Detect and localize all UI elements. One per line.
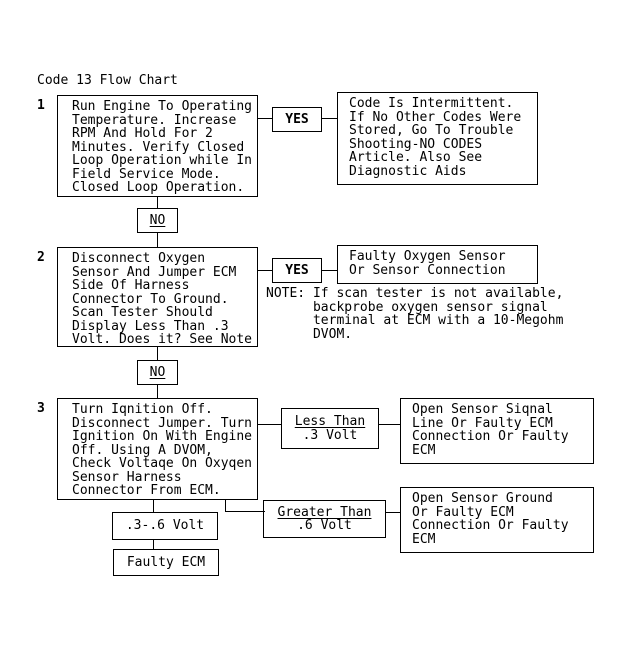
result-code-intermittent-box: Code Is Intermittent. If No Other Codes … [337,92,538,185]
step-1-text: Run Engine To Operating Temperature. Inc… [72,99,253,195]
connector-midrange-faultyecm [153,539,154,549]
step-3-text: Turn Iqnition Off. Disconnect Jumper. Tu… [72,402,253,498]
connector-box3-greaterthan-vertical [225,500,226,512]
yes-label: YES [285,111,309,127]
step-3-box: Turn Iqnition Off. Disconnect Jumper. Tu… [57,398,258,500]
step-number-3: 3 [37,401,45,416]
yes-label-box-2: YES [272,258,322,283]
connector-box3-midrange [153,500,154,512]
connector-box2-yes2 [257,270,272,271]
connector-yes1-result [321,118,337,119]
step-2-text: Disconnect Oxygen Sensor And Jumper ECM … [72,251,253,347]
step-1-box: Run Engine To Operating Temperature. Inc… [57,95,258,197]
branch-mid-range-label: .3-.6 Volt [125,518,205,534]
yes-label: YES [285,262,309,278]
no-label: NO [149,364,166,380]
no-label-box-2: NO [137,360,178,385]
branch-greater-than-value: .6 Volt [297,518,352,533]
connector-box1-no1 [157,197,158,208]
yes-label-box-1: YES [272,107,322,132]
step-number-1: 1 [37,98,45,113]
connector-box3-lessthan [257,424,281,425]
branch-greater-than-box: Greater Than .6 Volt [263,500,386,538]
result-code-intermittent-text: Code Is Intermittent. If No Other Codes … [349,96,522,179]
note-text: NOTE: If scan tester is not available, b… [266,286,564,342]
connector-lessthan-result [378,424,400,425]
result-open-signal-text: Open Sensor Siqnal Line Or Faulty ECM Co… [412,402,569,458]
connector-no2-box3 [157,385,158,398]
result-open-ground-text: Open Sensor Ground Or Faulty ECM Connect… [412,491,569,547]
connector-no1-box2 [157,233,158,247]
step-number-2: 2 [37,250,45,265]
step-2-box: Disconnect Oxygen Sensor And Jumper ECM … [57,247,258,347]
connector-box1-yes1 [257,118,272,119]
result-open-ground-box: Open Sensor Ground Or Faulty ECM Connect… [400,487,594,553]
branch-less-than-box: Less Than .3 Volt [281,408,379,449]
no-label: NO [149,212,166,228]
page-title: Code 13 Flow Chart [37,73,178,88]
branch-greater-than-label: Greater Than [277,504,372,520]
result-faulty-ecm-label: Faulty ECM [126,554,206,570]
no-label-box-1: NO [137,208,178,233]
result-faulty-ecm-box: Faulty ECM [113,549,219,576]
connector-box2-no2 [157,347,158,360]
result-open-signal-box: Open Sensor Siqnal Line Or Faulty ECM Co… [400,398,594,464]
branch-less-than-value: .3 Volt [302,427,358,443]
result-faulty-sensor-text: Faulty Oxygen Sensor Or Sensor Connectio… [349,249,506,278]
branch-mid-range-box: .3-.6 Volt [112,512,218,540]
connector-greaterthan-result [385,512,400,513]
connector-box3-greaterthan-horizontal [225,511,265,512]
connector-yes2-result [321,270,337,271]
branch-less-than-label: Less Than [294,414,366,429]
result-faulty-sensor-box: Faulty Oxygen Sensor Or Sensor Connectio… [337,245,538,284]
